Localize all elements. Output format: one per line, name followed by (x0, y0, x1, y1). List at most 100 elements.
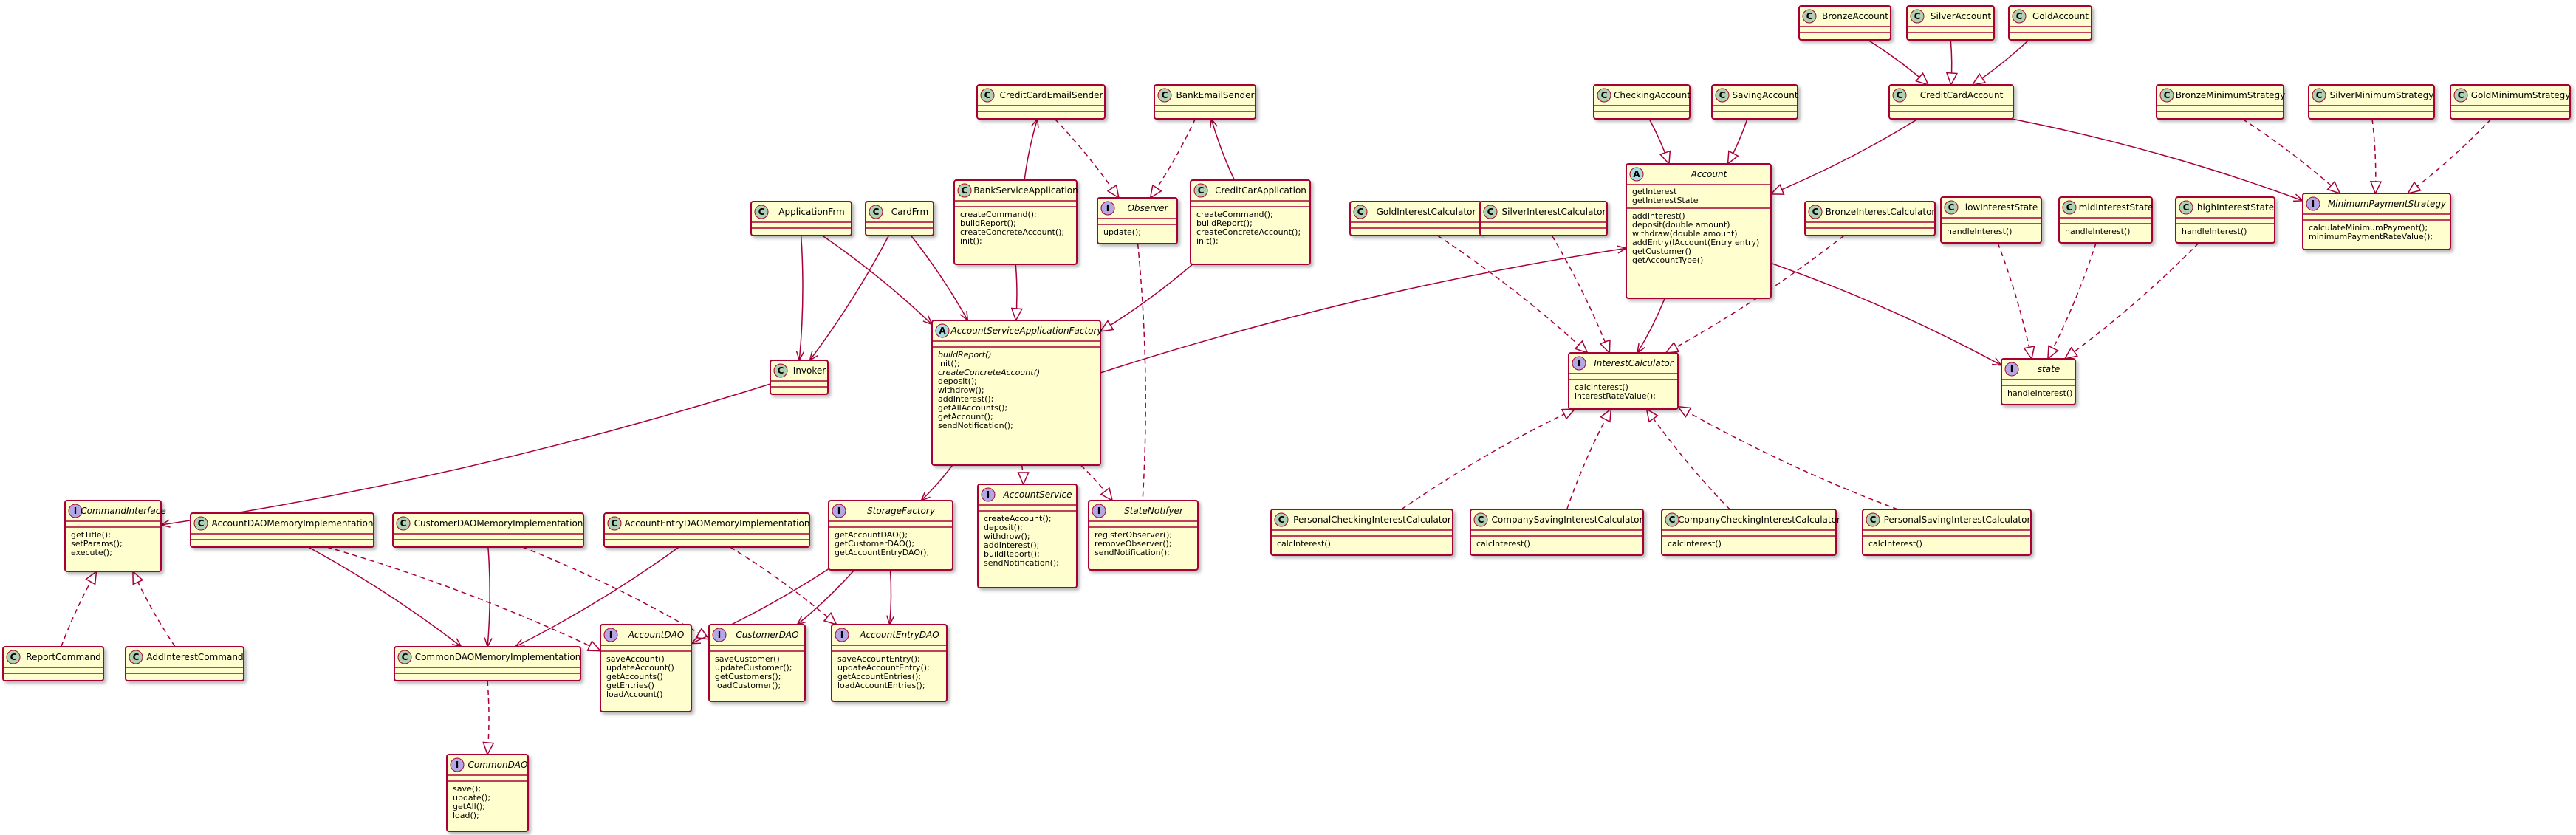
marker-letter: C (984, 90, 991, 100)
class-box (1804, 201, 1936, 236)
interface-marker-icon (603, 628, 618, 642)
class-method: createAccount(); (984, 514, 1052, 523)
class-method: calculateMinimumPayment(); (2309, 223, 2428, 233)
marker-letter: I (456, 760, 459, 770)
class-box (1940, 196, 2042, 244)
marker-letter: C (1719, 90, 1726, 100)
marker-letter: I (2010, 364, 2013, 374)
class-credit-card-email-sender[interactable]: C CreditCardEmailSender (976, 84, 1106, 120)
class-marker-icon (2159, 88, 2174, 103)
class-marker-icon (2062, 200, 2077, 215)
interface-marker-icon (450, 757, 465, 772)
class-marker-icon (1665, 512, 1679, 527)
marker-letter: C (2016, 11, 2023, 21)
relation-silver-account-to-credit-card-account (1950, 39, 1952, 85)
relation-account-service-application-factory-to-storage-factory (921, 464, 953, 501)
marker-letter: I (840, 630, 843, 640)
class-name: CreditCarApplication (1215, 185, 1306, 196)
class-marker-icon (1802, 9, 1817, 24)
marker-letter: I (987, 489, 990, 500)
class-method: buildReport(); (984, 549, 1040, 559)
class-marker-icon (773, 363, 788, 378)
class-field: getInterest (1632, 187, 1677, 196)
marker-letter: C (1914, 11, 1921, 21)
class-box (2302, 193, 2451, 250)
class-box (2008, 5, 2092, 41)
class-method: createCommand(); (960, 210, 1037, 219)
relation-storage-factory-to-customer-dao (797, 569, 855, 625)
relation-card-frm-to-invoker (810, 235, 890, 360)
class-name: InterestCalculator (1594, 358, 1674, 368)
class-marker-icon (129, 650, 143, 664)
class-marker-icon (1892, 88, 1907, 103)
class-name: CommandInterface (80, 506, 165, 516)
class-box (64, 500, 162, 572)
class-method: init(); (1196, 236, 1219, 246)
class-method: sendNotification(); (984, 558, 1059, 568)
class-name: SilverInterestCalculator (1502, 207, 1606, 217)
class-method: sendNotification(); (1095, 548, 1170, 557)
class-method: getAccounts() (606, 672, 663, 681)
class-method: loadAccountEntries(); (837, 681, 925, 690)
marker-letter: I (2312, 199, 2315, 209)
marker-letter: C (1870, 515, 1877, 525)
class-name: GoldMinimumStrategy (2471, 90, 2571, 100)
marker-letter: C (1948, 202, 1955, 213)
marker-letter: C (1478, 515, 1484, 525)
class-name: Account (1690, 169, 1728, 179)
class-method: getTitle(); (71, 530, 111, 540)
class-name: lowInterestState (1965, 202, 2038, 213)
class-name: CreditCardEmailSender (1000, 90, 1103, 100)
class-method: calcInterest() (1575, 382, 1628, 392)
marker-letter: I (837, 506, 840, 516)
class-name: CompanyCheckingInterestCalculator (1678, 515, 1840, 525)
class-box (931, 320, 1101, 466)
